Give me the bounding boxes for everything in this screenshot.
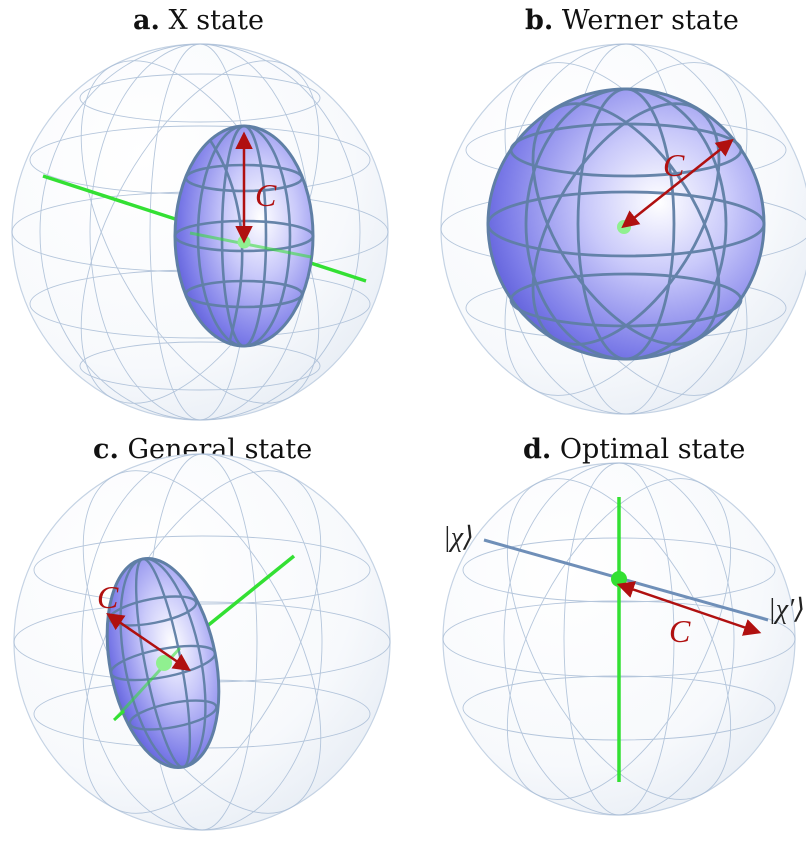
ket-chi-prime-label: |χ′⟩ bbox=[768, 594, 805, 625]
concurrence-arrow-b bbox=[621, 138, 734, 229]
panel-c-letter: c. bbox=[93, 434, 119, 465]
panel-d-diagram: C |χ⟩ |χ′⟩ bbox=[442, 462, 805, 816]
concurrence-arrow-d bbox=[616, 581, 762, 636]
panel-d-letter: d. bbox=[523, 434, 552, 465]
panel-c-diagram: C bbox=[13, 453, 391, 831]
panel-a-letter: a. bbox=[133, 5, 160, 36]
panel-a-name: X state bbox=[168, 5, 264, 36]
concurrence-label-d: C bbox=[669, 613, 691, 649]
panel-b-title: b. Werner state bbox=[525, 5, 739, 36]
state-center-d bbox=[611, 571, 627, 587]
panel-d-title: d. Optimal state bbox=[523, 434, 745, 465]
ket-chi-label: |χ⟩ bbox=[443, 522, 474, 553]
panel-b-name: Werner state bbox=[561, 5, 739, 36]
concurrence-label-c: C bbox=[97, 579, 119, 615]
panel-a-diagram: C bbox=[11, 43, 389, 421]
concurrence-label-b: C bbox=[663, 147, 685, 183]
panel-d-name: Optimal state bbox=[559, 434, 746, 465]
concurrence-label-a: C bbox=[255, 177, 277, 213]
green-axis-c-tail bbox=[112, 709, 126, 722]
panel-b-letter: b. bbox=[525, 5, 554, 36]
panel-b-diagram: C bbox=[440, 43, 806, 415]
concurrence-arrow-c bbox=[106, 613, 191, 671]
panel-a-title: a. X state bbox=[133, 5, 264, 36]
